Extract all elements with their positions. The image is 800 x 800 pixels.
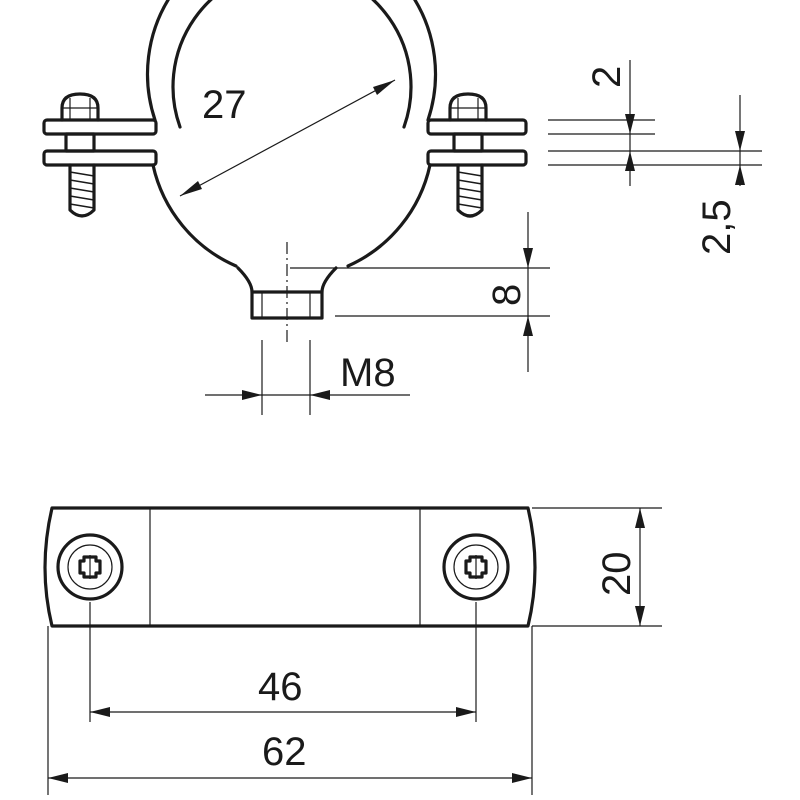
diameter-label: 27	[202, 83, 247, 127]
left-screw	[60, 92, 100, 218]
thickness-dimensions: 2 2,5	[548, 60, 762, 255]
thread-size-label: M8	[340, 351, 396, 395]
right-screw	[448, 92, 488, 218]
band-width-dimension: 20	[532, 507, 662, 627]
overall-length-dimension: 62	[47, 626, 533, 795]
screw-spacing-label: 46	[258, 665, 303, 709]
front-view: 27 2 2,5 8	[42, 0, 762, 415]
clamp-ring-outer	[145, 0, 438, 122]
right-flange	[426, 118, 528, 167]
clamp-ring-lower-outer-right	[346, 163, 432, 268]
left-screw-head	[56, 533, 124, 601]
screw-spacing-dimension: 46	[89, 602, 477, 722]
band-gap-label: 2,5	[695, 199, 739, 255]
clamp-ring-inner	[171, 0, 413, 129]
right-screw-head	[442, 533, 510, 601]
clamp-ring-lower-outer	[151, 163, 238, 268]
diameter-dimension: 27	[179, 79, 396, 197]
overall-length-label: 62	[262, 730, 307, 774]
band-thickness-label: 2	[585, 66, 629, 88]
band-outline	[43, 506, 537, 628]
band-width-label: 20	[595, 552, 639, 597]
boss-height-label: 8	[485, 284, 529, 306]
top-view: 20 46 62	[43, 506, 662, 795]
thread-dimension: M8	[205, 340, 410, 415]
boss-height-dimension: 8	[290, 212, 550, 372]
left-flange	[42, 118, 158, 167]
